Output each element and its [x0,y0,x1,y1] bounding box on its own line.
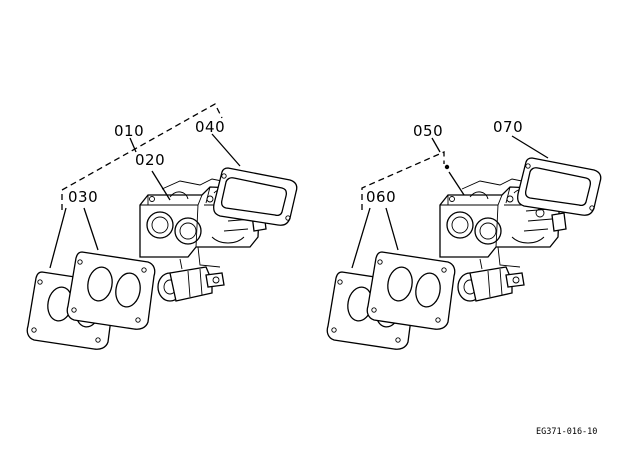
callout-060: 060 [366,188,397,206]
leader-060 [351,207,399,269]
gasket-040 [213,167,298,226]
callout-050: 050 [413,122,444,140]
gasket-070 [517,157,602,216]
callout-070: 070 [493,118,524,136]
reference-dot [444,164,450,170]
leader-070 [511,135,549,159]
leader-050 [431,137,441,153]
left-assembly [26,103,298,350]
callout-020: 020 [135,151,166,169]
leader-010 [129,137,137,153]
callout-030: 030 [68,188,99,206]
leader-030 [49,207,99,269]
figure-code: EG371-016-10 [536,427,598,437]
gasket-060-rear [366,251,456,330]
bracket-010 [61,103,223,210]
leader-040 [211,133,241,167]
leader-020 [151,170,171,201]
callout-010: 010 [114,122,145,140]
bracket-050 [361,151,445,210]
gasket-030-rear [66,251,156,330]
leader-050b [448,171,467,199]
callout-040: 040 [195,118,226,136]
right-assembly [326,135,602,350]
